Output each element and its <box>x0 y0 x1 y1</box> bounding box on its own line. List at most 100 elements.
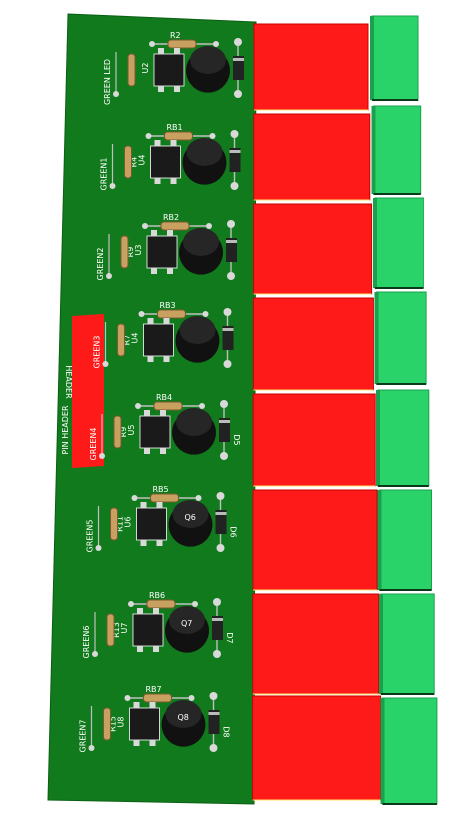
diode-body <box>215 510 227 534</box>
pad <box>213 41 219 47</box>
pad <box>99 453 105 459</box>
pad <box>109 183 116 189</box>
terminal-side <box>370 16 374 100</box>
pad <box>153 608 159 614</box>
resistor-label: R2 <box>170 31 181 40</box>
pad <box>156 502 163 508</box>
side-resistor <box>117 323 125 357</box>
pad <box>138 311 145 317</box>
pad <box>95 545 102 551</box>
side-resistor-label: R15 <box>109 716 118 732</box>
diode-band <box>219 420 230 423</box>
pad <box>144 448 150 454</box>
resistor-label: RB4 <box>156 393 172 402</box>
pad <box>149 740 156 746</box>
resistor-label: RB5 <box>153 485 169 494</box>
pin-header: HEADER PIN HEADER <box>61 314 104 468</box>
optocoupler-label: U6 <box>124 517 133 528</box>
led-label: GREEN4 <box>89 428 98 461</box>
terminal-block-4 <box>376 291 427 385</box>
pad <box>154 178 161 184</box>
pad <box>151 268 157 274</box>
pad <box>88 745 95 751</box>
pad <box>209 744 218 752</box>
transistor-top <box>165 700 202 728</box>
resistor-label: RB3 <box>160 301 176 310</box>
pad <box>202 311 209 317</box>
transistor-top <box>186 138 223 166</box>
relay-5 <box>252 393 376 487</box>
relay-2 <box>253 113 371 201</box>
led-label: GREEN6 <box>82 626 91 659</box>
pad <box>170 178 177 184</box>
pad <box>227 272 235 280</box>
diode-body <box>219 418 230 442</box>
side-resistor-label: R11 <box>116 516 125 532</box>
transistor-top <box>183 228 219 256</box>
pad <box>102 361 109 367</box>
led-label: GREEN3 <box>93 336 102 369</box>
optocoupler-body <box>153 53 185 87</box>
pad <box>133 702 140 708</box>
pad <box>223 308 232 316</box>
terminal-side <box>373 198 377 288</box>
optocoupler-label: U5 <box>127 425 136 436</box>
relay-6 <box>252 489 378 591</box>
terminal-side <box>374 292 379 384</box>
optocoupler-label: U4 <box>131 333 140 344</box>
terminal-side <box>377 490 382 590</box>
diode-body <box>233 56 244 80</box>
pad <box>137 646 143 652</box>
side-resistor <box>124 145 132 179</box>
pad <box>158 48 164 54</box>
diode-label: D7 <box>225 632 234 643</box>
pad <box>174 48 180 54</box>
diode-band <box>208 712 220 715</box>
header-body <box>72 314 104 468</box>
pad <box>227 220 235 228</box>
resistor-body <box>157 309 186 319</box>
side-resistor <box>113 415 122 449</box>
terminal-block-6 <box>379 489 432 591</box>
pad <box>145 133 152 139</box>
pad <box>147 356 154 362</box>
transistor-label: Q7 <box>181 619 192 628</box>
side-resistor-label: R9 <box>126 247 135 258</box>
side-resistor-label: R13 <box>112 622 121 638</box>
diode-label: D6 <box>229 526 238 537</box>
led-label: GREEN2 <box>96 248 105 281</box>
pad <box>147 318 154 324</box>
resistor-body <box>160 221 190 231</box>
board-substrate <box>47 13 257 805</box>
transistor-top <box>172 500 209 528</box>
resistor-label: RB1 <box>167 123 183 132</box>
transistor-top <box>179 316 216 344</box>
optocoupler-label: U8 <box>117 717 126 728</box>
pad <box>142 223 148 229</box>
diode-label: D5 <box>232 434 241 445</box>
pad <box>92 651 98 657</box>
pad <box>220 452 228 460</box>
resistor-body <box>164 131 193 141</box>
terminal-block-1 <box>371 15 419 101</box>
side-resistor-label: R7 <box>123 335 132 346</box>
pad <box>167 268 173 274</box>
relay-4 <box>252 297 374 391</box>
resistor-body <box>143 693 172 703</box>
pad <box>131 495 138 501</box>
terminal-block-5 <box>377 389 430 487</box>
pad <box>213 650 221 658</box>
side-resistor <box>110 507 118 541</box>
diode-body <box>226 238 237 262</box>
diode-body <box>222 326 234 350</box>
watermark: مستقل <box>384 810 436 826</box>
